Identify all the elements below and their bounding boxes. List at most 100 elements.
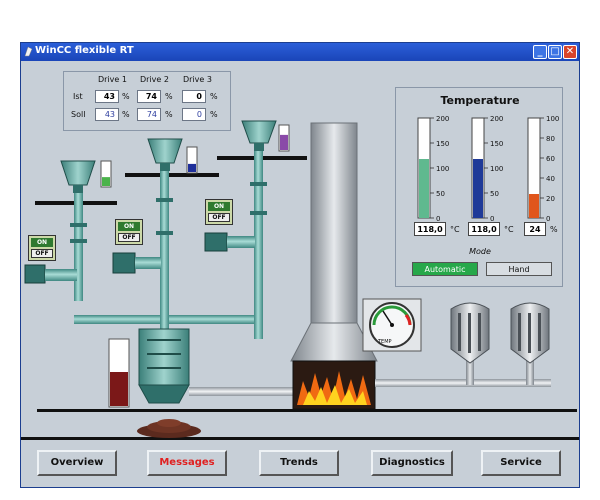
temp-dial xyxy=(362,298,422,352)
hopper-level-fill-1 xyxy=(102,177,110,186)
motor-2 xyxy=(112,252,161,274)
hopper-level-2 xyxy=(186,146,198,174)
pipe-2 xyxy=(160,168,169,318)
mixer-level xyxy=(108,338,130,408)
percent-unit: % xyxy=(210,110,218,119)
off-button[interactable]: OFF xyxy=(31,249,53,258)
ist-label: Ist xyxy=(73,92,83,101)
drive-2-header: Drive 2 xyxy=(140,75,169,84)
valve-3b xyxy=(250,211,267,215)
maximize-button[interactable]: □ xyxy=(548,45,562,59)
soll-label: Soll xyxy=(71,110,86,119)
on-button[interactable]: ON xyxy=(118,222,140,231)
pipe-3-lower xyxy=(254,298,263,326)
pipe-3 xyxy=(254,151,263,339)
app-icon xyxy=(24,46,33,57)
valve-1b xyxy=(70,223,87,227)
chimney xyxy=(310,122,358,324)
on-button[interactable]: ON xyxy=(208,202,230,211)
percent-unit: % xyxy=(165,110,173,119)
gauge-1-fill xyxy=(419,159,429,218)
valve-3 xyxy=(250,182,267,186)
close-button[interactable]: ✕ xyxy=(563,45,577,59)
hopper-2 xyxy=(147,138,183,171)
hopper-1 xyxy=(60,160,96,193)
drive-1-switch[interactable]: ON OFF xyxy=(28,235,56,261)
gauge-tick-label: 150 xyxy=(436,140,449,148)
gauge-1-value: 118,0 xyxy=(414,222,446,236)
drive-2-switch[interactable]: ON OFF xyxy=(115,219,143,245)
floor-line xyxy=(37,409,577,412)
drive-3-ist-value: 0 xyxy=(182,90,206,103)
furnace xyxy=(292,360,376,410)
gauge-tick-label: 100 xyxy=(490,165,503,173)
hopper-level-fill-2 xyxy=(188,163,196,172)
off-button[interactable]: OFF xyxy=(208,213,230,222)
hand-button[interactable]: Hand xyxy=(486,262,552,276)
gauge-2-unit: °C xyxy=(504,225,514,234)
drive-1-header: Drive 1 xyxy=(98,75,127,84)
pipe-2-lower xyxy=(160,298,169,338)
nav-service-button[interactable]: Service xyxy=(481,450,561,476)
gauge-2-value: 118,0 xyxy=(468,222,500,236)
valve-1 xyxy=(70,239,87,243)
gauge-tick-label: 40 xyxy=(546,175,555,183)
drive-3-soll-field[interactable]: 0 xyxy=(182,108,206,121)
gauge-2-fill xyxy=(473,159,483,218)
nav-messages-button[interactable]: Messages xyxy=(147,450,227,476)
drives-panel: Drive 1 Drive 2 Drive 3 Ist Soll 43 % 74… xyxy=(63,71,231,131)
temperature-title: Temperature xyxy=(440,94,520,107)
gauge-3-fill xyxy=(529,194,539,218)
level-indicators xyxy=(100,124,290,188)
gauge-1-unit: °C xyxy=(450,225,460,234)
motor-1 xyxy=(24,264,77,284)
gauge-tick-label: 50 xyxy=(436,190,445,198)
nav-trends-button[interactable]: Trends xyxy=(259,450,339,476)
title-bar: WinCC flexible RT _ □ ✕ xyxy=(21,43,579,61)
off-button[interactable]: OFF xyxy=(118,233,140,242)
hopper-level-1 xyxy=(100,160,112,188)
drive-1-soll-field[interactable]: 43 xyxy=(95,108,119,121)
gauge-tick-label: 100 xyxy=(436,165,449,173)
minimize-icon: _ xyxy=(537,46,543,57)
drive-1-ist-value: 43 xyxy=(95,90,119,103)
gauge-tick-label: 150 xyxy=(490,140,503,148)
drive-3-switch[interactable]: ON OFF xyxy=(205,199,233,225)
gauge-tick-label: 200 xyxy=(436,115,449,123)
automatic-button[interactable]: Automatic xyxy=(412,262,478,276)
gauge-tick-label: 100 xyxy=(546,115,559,123)
valve-2 xyxy=(156,198,173,202)
motor-3 xyxy=(204,232,255,252)
gauge-tick-label: 50 xyxy=(490,190,499,198)
shelf-2 xyxy=(125,173,219,177)
conveyor-pipe xyxy=(189,387,309,396)
nav-overview-button[interactable]: Overview xyxy=(37,450,117,476)
gauge-tick-label: 80 xyxy=(546,135,555,143)
mixer-silo xyxy=(138,328,190,404)
drive-3-header: Drive 3 xyxy=(183,75,212,84)
drive-2-soll-field[interactable]: 74 xyxy=(137,108,161,121)
close-icon: ✕ xyxy=(565,46,575,57)
hopper-level-fill-3 xyxy=(280,134,288,150)
storage-tank-2 xyxy=(510,302,550,364)
temperature-panel: Temperature 200 150 100 50 0 200 150 100 50 0 100 8… xyxy=(395,87,563,287)
percent-unit: % xyxy=(122,110,130,119)
tank-2-riser xyxy=(526,359,534,385)
gauge-tick-label: 0 xyxy=(490,215,494,223)
maximize-icon: □ xyxy=(550,46,560,57)
gauge-tick-label: 60 xyxy=(546,155,555,163)
navigation-bar: Overview Messages Trends Diagnostics Ser… xyxy=(21,443,579,487)
app-window: WinCC flexible RT _ □ ✕ Drive 1 Drive 2 … xyxy=(20,42,580,488)
nav-diagnostics-button[interactable]: Diagnostics xyxy=(371,450,453,476)
gauge-3-unit: % xyxy=(550,225,558,234)
gauge-3-value: 24 xyxy=(524,222,546,236)
percent-unit: % xyxy=(122,92,130,101)
gauge-tick-label: 200 xyxy=(490,115,503,123)
gauge-tick-label: 0 xyxy=(436,215,440,223)
gauge-tick-label: 0 xyxy=(546,215,550,223)
percent-unit: % xyxy=(165,92,173,101)
hopper-3 xyxy=(241,120,277,151)
minimize-button[interactable]: _ xyxy=(533,45,547,59)
on-button[interactable]: ON xyxy=(31,238,53,247)
